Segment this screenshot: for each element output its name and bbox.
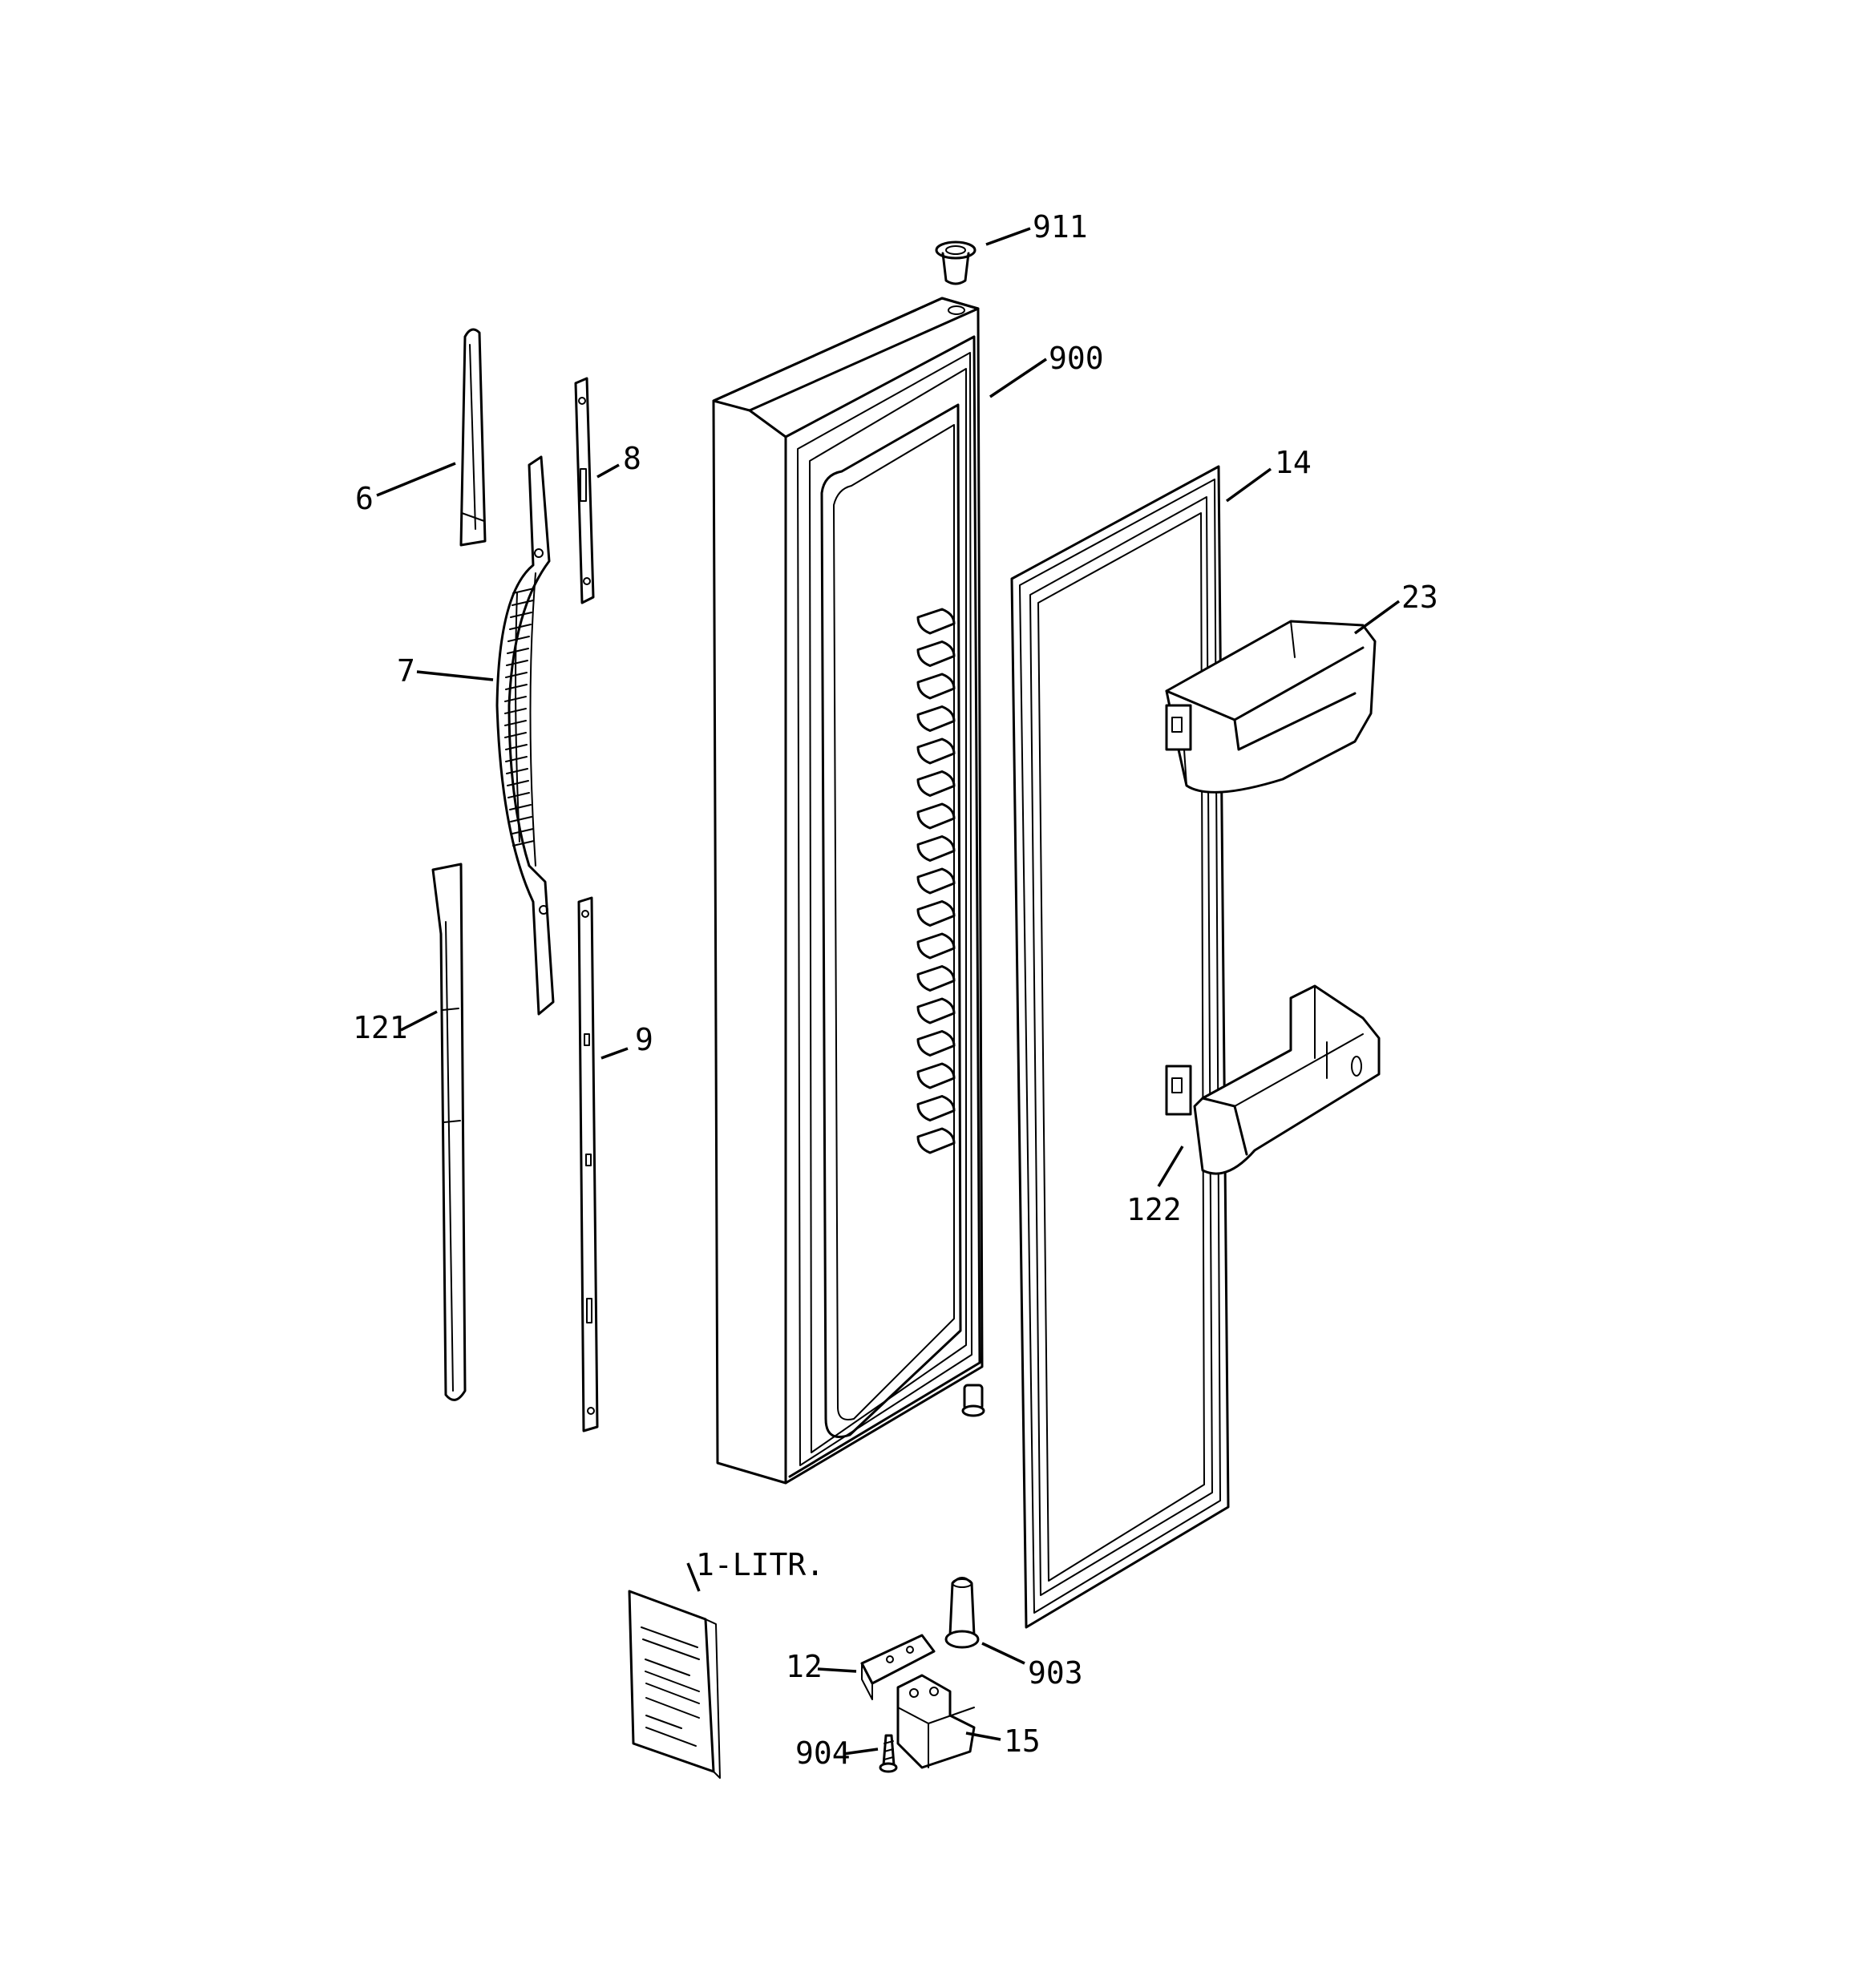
shelf-clip [916, 867, 956, 895]
part-904-screw [879, 1734, 898, 1773]
shelf-clip [916, 1030, 956, 1057]
grip-ridge [512, 828, 534, 834]
callout-121: 121 [353, 1010, 408, 1045]
grip-ridge [512, 588, 535, 594]
shelf-clip-rail [916, 608, 956, 1154]
shelf-clip [916, 932, 956, 960]
shelf-clip [916, 705, 956, 732]
leader-911 [985, 227, 1031, 246]
grip-ridge [505, 756, 528, 762]
leader-6 [376, 462, 456, 497]
part-9-trim-strip-lower [577, 896, 599, 1432]
grip-ridge [509, 624, 532, 630]
shelf-clip [916, 640, 956, 667]
part-122-door-bin-lower [1165, 984, 1381, 1175]
leader-903 [981, 1642, 1025, 1665]
shelf-clip [916, 900, 956, 927]
leader-9 [600, 1047, 629, 1060]
grip-ridge [507, 792, 530, 798]
leader-14 [1225, 467, 1272, 503]
shelf-clip [916, 673, 956, 700]
grip-ridge [504, 720, 527, 726]
grip-ridge [504, 696, 527, 702]
part-23-door-bin-upper [1165, 620, 1377, 794]
part-7-door-handle [495, 455, 555, 1016]
grip-ridge [507, 648, 529, 654]
callout-6: 6 [355, 481, 374, 516]
shelf-clip [916, 737, 956, 765]
grip-ridge [507, 636, 530, 642]
shelf-clip [916, 608, 956, 635]
leader-904 [843, 1748, 879, 1756]
grip-ridge [506, 768, 528, 774]
grip-ridge [512, 840, 535, 847]
part-literature-manual [628, 1590, 721, 1779]
part-903-hinge-pin [944, 1577, 980, 1649]
grip-ridge [504, 732, 527, 738]
part-8-trim-strip-upper [574, 377, 595, 604]
leader-122 [1157, 1146, 1184, 1187]
part-12-hinge-shim [860, 1634, 936, 1700]
leader-12 [817, 1667, 857, 1673]
callout-904: 904 [795, 1735, 851, 1771]
part-121-handle-trim-lower [431, 863, 467, 1401]
callout-903: 903 [1028, 1655, 1083, 1691]
part-6-handle-trim-upper [459, 328, 487, 547]
grip-ridge [509, 804, 532, 810]
grip-ridge [510, 816, 532, 822]
callout-9: 9 [635, 1022, 653, 1057]
grip-ridge [504, 708, 527, 714]
callout-1-litr: 1-LITR. [696, 1547, 824, 1582]
grip-ridge [505, 744, 528, 750]
part-14-door-gasket [1010, 465, 1230, 1629]
shelf-clip [916, 835, 956, 862]
callout-labels: 911 900 8 6 14 23 7 121 9 122 1-LITR. 12… [353, 209, 1438, 1771]
callout-7: 7 [397, 653, 415, 689]
leader-7 [416, 670, 494, 681]
leader-8 [596, 463, 620, 479]
shelf-clip [916, 1127, 956, 1154]
grip-ridge [507, 780, 529, 786]
callout-12: 12 [786, 1649, 823, 1684]
shelf-clip [916, 965, 956, 992]
leader-121 [400, 1010, 438, 1032]
callout-911: 911 [1033, 209, 1088, 244]
part-900-door-assembly [712, 297, 985, 1485]
shelf-clip [916, 1062, 956, 1089]
callout-900: 900 [1049, 341, 1104, 376]
shelf-clip [916, 1095, 956, 1121]
leader-15 [965, 1731, 1001, 1741]
grip-ridge [512, 600, 534, 606]
callout-14: 14 [1275, 445, 1312, 480]
handle-grip-ridges [504, 588, 535, 847]
leader-1-litr [686, 1562, 701, 1592]
grip-ridge [510, 612, 532, 618]
callout-15: 15 [1004, 1723, 1041, 1759]
grip-ridge [505, 672, 528, 678]
shelf-clip [916, 802, 956, 830]
leader-23 [1353, 600, 1401, 635]
leader-900 [989, 358, 1047, 398]
grip-ridge [505, 684, 528, 690]
callout-23: 23 [1401, 580, 1438, 615]
callout-8: 8 [623, 441, 641, 476]
shelf-clip [916, 997, 956, 1024]
grip-ridge [506, 660, 528, 666]
leader-lines [376, 227, 1401, 1756]
shelf-clip [916, 770, 956, 797]
callout-122: 122 [1126, 1192, 1182, 1227]
part-911-bushing [935, 240, 976, 285]
part-15-bottom-hinge [896, 1674, 976, 1769]
